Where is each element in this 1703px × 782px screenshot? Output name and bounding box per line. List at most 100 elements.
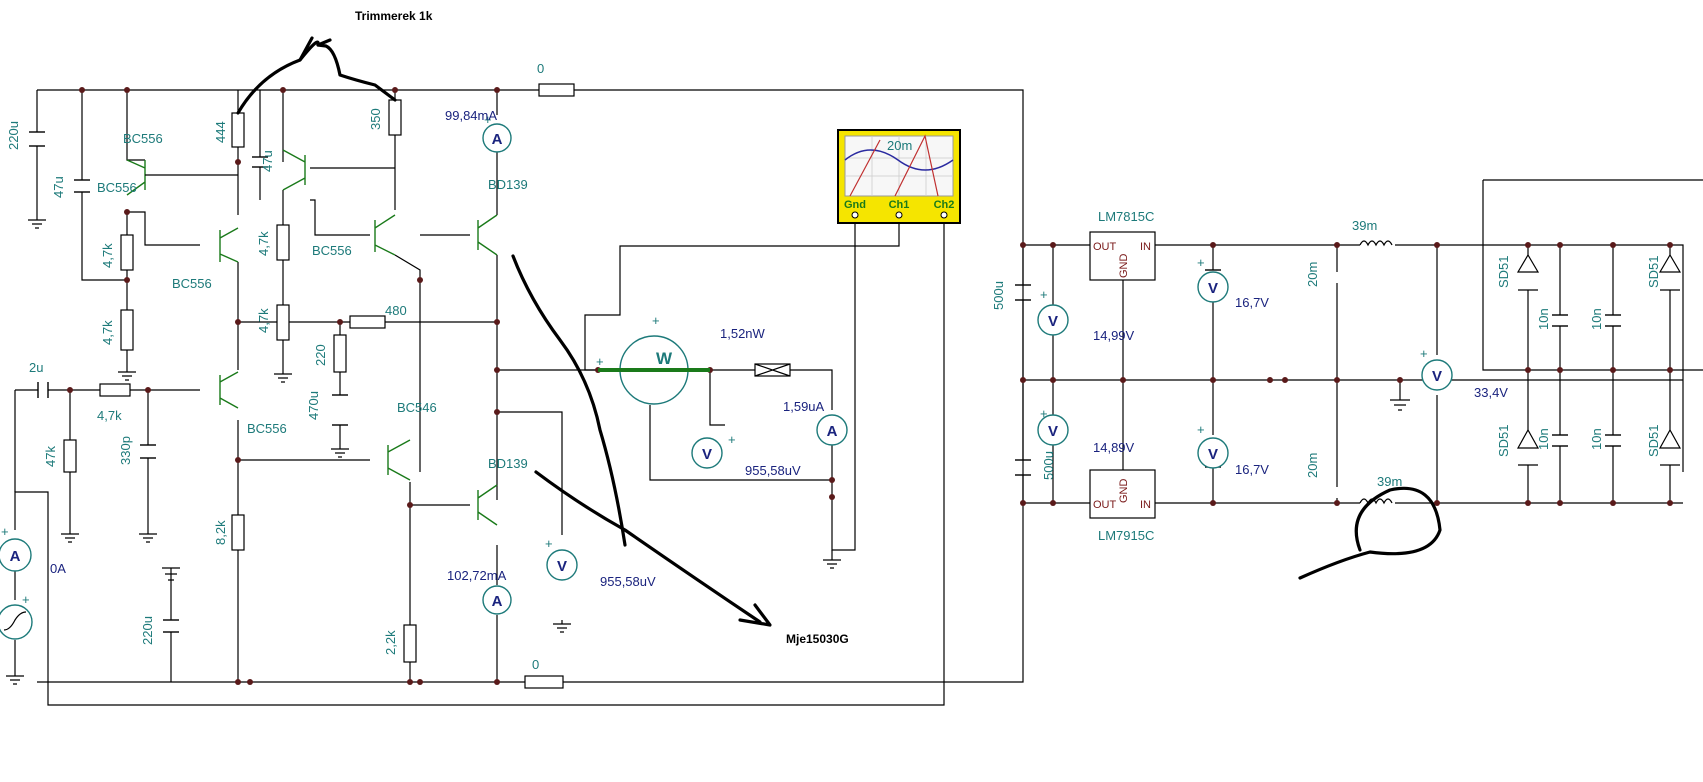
resistor-4k7-a (120, 234, 134, 271)
value-volt-in-pos: 16,7V (1235, 295, 1269, 310)
label-diode-4: SD51 (1646, 424, 1661, 457)
label-q-bc546: BC546 (397, 400, 437, 415)
label-r-350: 350 (368, 108, 383, 130)
svg-text:W: W (656, 349, 673, 368)
grounds (6, 215, 841, 685)
voltmeter-rectifier: V (1421, 359, 1453, 391)
transistor-bc556-3 (282, 149, 306, 191)
label-cap-10n-4: 10n (1589, 428, 1604, 450)
oscilloscope: Gnd Ch1 Ch2 (837, 129, 961, 224)
svg-text:A: A (827, 423, 838, 440)
svg-text:+: + (22, 592, 30, 607)
value-amp-load: 1,59uA (783, 399, 825, 414)
voltmeter-in-neg: V (1197, 437, 1229, 469)
svg-text:+: + (1040, 287, 1048, 302)
voltmeter-in-pos: V (1197, 271, 1229, 303)
label-cap-10n-1: 10n (1536, 308, 1551, 330)
svg-text:IN: IN (1140, 499, 1151, 511)
label-cap-2u: 2u (29, 360, 43, 375)
regulator-lm7915c (1089, 469, 1156, 519)
label-diode-2: SD51 (1646, 255, 1661, 288)
label-cap-500u-top: 500u (991, 281, 1006, 310)
voltmeter-reg-neg: V (1037, 414, 1069, 446)
svg-text:+: + (484, 112, 492, 127)
svg-text:+: + (596, 354, 604, 369)
label-r-220: 220 (313, 344, 328, 366)
label-r-4k7-c: 4,7k (256, 231, 271, 256)
label-q-bd139-bot: BD139 (488, 456, 528, 471)
label-r-bottom-0: 0 (532, 657, 539, 672)
transistor-bc556-2 (219, 227, 239, 263)
svg-text:V: V (1208, 280, 1218, 297)
label-r-444: 444 (213, 121, 228, 143)
diodes (1516, 253, 1682, 466)
transistor-bc556-1 (126, 159, 238, 196)
svg-text:+: + (1420, 346, 1428, 361)
label-q-bc556-4: BC556 (312, 243, 352, 258)
label-cap-470u: 470u (306, 391, 321, 420)
trimmer-note: Trimmerek 1k (355, 9, 433, 23)
label-cap-20m-bot: 20m (1305, 453, 1320, 478)
resistor-4k7-input (99, 383, 131, 397)
svg-text:V: V (1208, 446, 1218, 463)
svg-text:V: V (1432, 368, 1442, 385)
svg-text:OUT: OUT (1093, 499, 1117, 511)
hand-annotations (236, 36, 1442, 627)
ammeter-load: A (816, 414, 848, 446)
resistor-2k2 (403, 624, 417, 663)
resistor-480 (349, 315, 386, 329)
svg-text:GND: GND (1118, 479, 1130, 504)
value-amp-top: 99,84mA (445, 108, 497, 123)
ammeter-top: A (482, 123, 512, 153)
transistors (126, 149, 498, 526)
voltmeter-output: V (546, 549, 578, 581)
label-r-47k: 47k (43, 446, 58, 467)
resistor-bottom-0 (524, 675, 564, 689)
label-cap-220u-top: 220u (6, 121, 21, 150)
resistor-8k2 (231, 514, 245, 551)
svg-text:+: + (1040, 406, 1048, 421)
label-cap-330p: 330p (118, 436, 133, 465)
svg-text:+: + (1197, 422, 1205, 437)
ammeter-bottom: A (482, 585, 512, 615)
svg-text:+: + (652, 313, 660, 328)
value-volt-in-neg: 16,7V (1235, 462, 1269, 477)
label-r-4k7-d: 4,7k (256, 308, 271, 333)
value-volt-reg-neg: 14,89V (1093, 440, 1135, 455)
svg-text:IN: IN (1140, 241, 1151, 253)
resistor-4k7-b (120, 309, 134, 351)
svg-text:+: + (545, 536, 553, 551)
label-cap-10n-2: 10n (1589, 308, 1604, 330)
label-cap-10n-3: 10n (1536, 428, 1551, 450)
label-ind-39m-bot: 39m (1377, 474, 1402, 489)
resistor-4k7-c (276, 224, 290, 261)
svg-text:A: A (492, 593, 503, 610)
label-diode-1: SD51 (1496, 255, 1511, 288)
transistor-bc546 (387, 439, 411, 481)
label-cap-47u-left: 47u (51, 176, 66, 198)
meters: A A A A V V W V V V V V (0, 123, 1453, 640)
svg-text:Gnd: Gnd (844, 199, 866, 211)
regulators: OUT IN GND OUT IN GND (1089, 231, 1156, 519)
labels: Trimmerek 1k Mje15030G 0 0 20m 220u 47u … (6, 9, 1661, 672)
resistor-350 (388, 99, 402, 136)
resistor-47k (63, 439, 77, 473)
transistor-bc556-5 (219, 371, 239, 409)
label-r-4k7-a: 4,7k (100, 243, 115, 268)
label-q-bd139-top: BD139 (488, 177, 528, 192)
label-diode-3: SD51 (1496, 424, 1511, 457)
transistor-bd139-top (477, 214, 498, 256)
resistor-4k7-d (276, 304, 290, 341)
svg-text:V: V (1048, 423, 1058, 440)
svg-text:A: A (492, 131, 503, 148)
value-amp-bottom: 102,72mA (447, 568, 507, 583)
value-watt: 1,52nW (720, 326, 766, 341)
label-scope: 20m (887, 138, 912, 153)
transistor-bc556-4 (374, 214, 396, 256)
label-reg-neg: LM7915C (1098, 528, 1154, 543)
value-volt-output: 955,58uV (600, 574, 656, 589)
label-r-2k2: 2,2k (383, 630, 398, 655)
label-r-4k7-b: 4,7k (100, 320, 115, 345)
label-cap-47u-mid: 47u (260, 150, 275, 172)
